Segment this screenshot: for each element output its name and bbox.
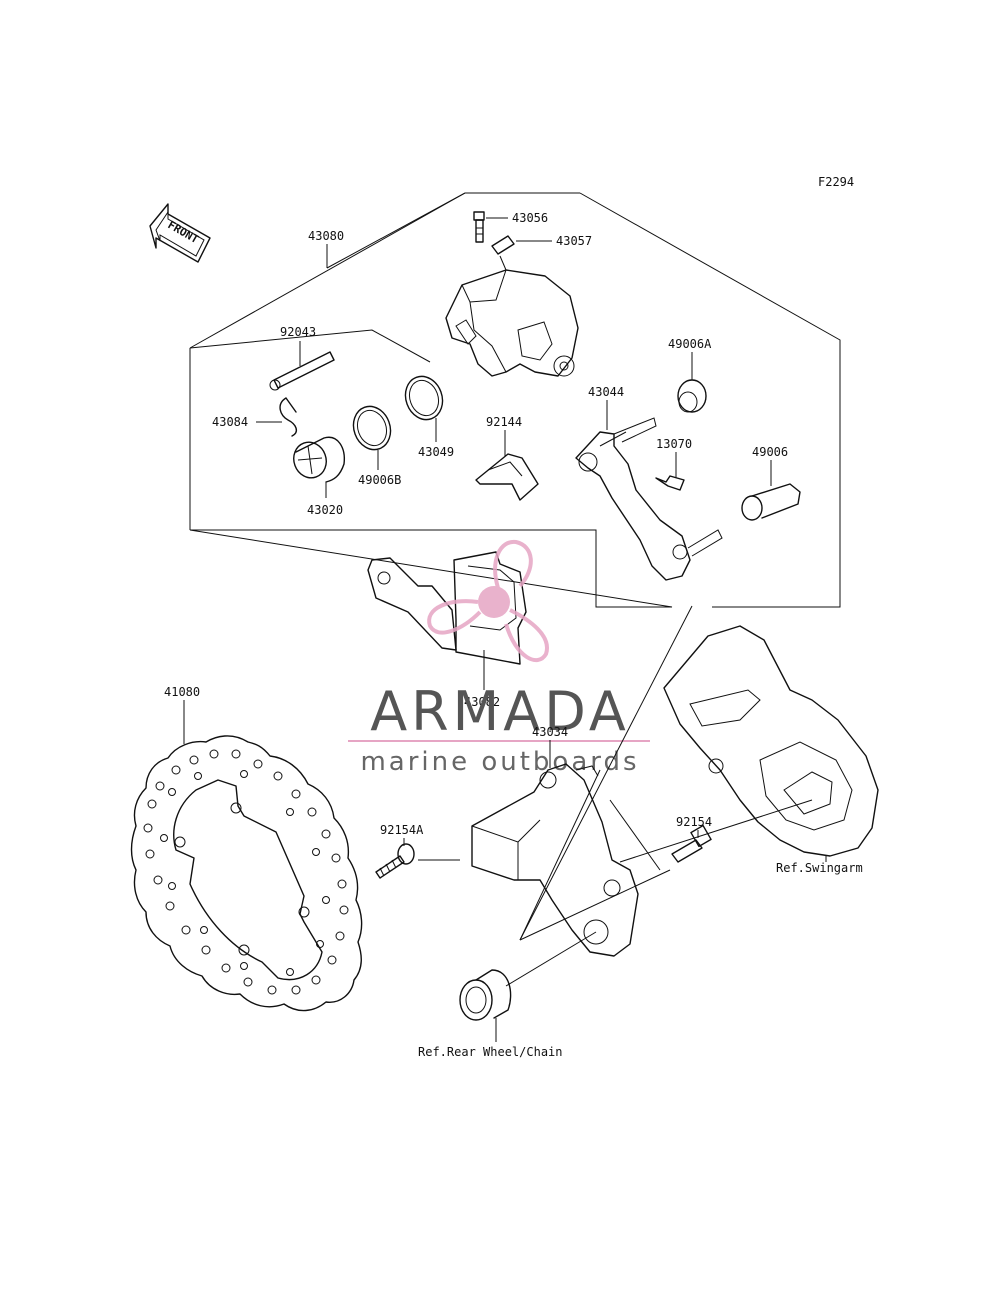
- ref-swingarm: Ref.Swingarm: [776, 861, 863, 875]
- pin-clip: [279, 397, 298, 437]
- dust-boot: [352, 405, 392, 451]
- caliper-pin: [269, 351, 335, 391]
- caliper-bracket: [575, 417, 723, 581]
- label-49006: 49006: [752, 445, 788, 459]
- label-43020: 43020: [307, 503, 343, 517]
- label-49006A: 49006A: [668, 337, 712, 351]
- label-92154: 92154: [676, 815, 712, 829]
- bleeder-valve: [473, 211, 485, 243]
- holder-bolt: [671, 824, 712, 863]
- label-43080: 43080: [308, 229, 344, 243]
- ref-rear-wheel: Ref.Rear Wheel/Chain: [418, 1045, 563, 1059]
- watermark-tagline: marine outboards: [360, 747, 639, 777]
- pad-spring: [475, 453, 539, 501]
- label-43056: 43056: [512, 211, 548, 225]
- label-43084: 43084: [212, 415, 248, 429]
- disc-holes: [143, 749, 349, 995]
- figure-code: F2294: [818, 175, 854, 189]
- label-13070: 13070: [656, 437, 692, 451]
- label-43034: 43034: [532, 725, 568, 739]
- watermark-brand: ARMADA: [370, 680, 630, 743]
- front-arrow-icon: FRONT: [149, 203, 211, 263]
- label-43044: 43044: [588, 385, 624, 399]
- label-92144: 92144: [486, 415, 522, 429]
- label-41080: 41080: [164, 685, 200, 699]
- bleeder-cap: [491, 235, 515, 255]
- label-43057: 43057: [556, 234, 592, 248]
- boot-49006: [741, 483, 801, 521]
- label-92043: 92043: [280, 325, 316, 339]
- swingarm-reference: [663, 625, 879, 857]
- label-49006B: 49006B: [358, 473, 401, 487]
- caliper-piston: [293, 436, 345, 483]
- label-43082: 43082: [464, 695, 500, 709]
- watermark-divider: [348, 740, 650, 742]
- caliper-assembly-outline: [189, 192, 841, 608]
- label-92154A: 92154A: [380, 823, 424, 837]
- armada-logo-icon: [427, 539, 549, 662]
- wheel-collar: [459, 969, 512, 1021]
- disc-bolt: [375, 843, 415, 879]
- piston-seal: [404, 375, 444, 421]
- caliper-holder: [471, 763, 639, 957]
- label-43049: 43049: [418, 445, 454, 459]
- boot-49006A: [677, 379, 707, 413]
- brake-disc: [130, 735, 363, 1012]
- caliper-body: [445, 269, 579, 377]
- pad-retainer: [655, 475, 685, 491]
